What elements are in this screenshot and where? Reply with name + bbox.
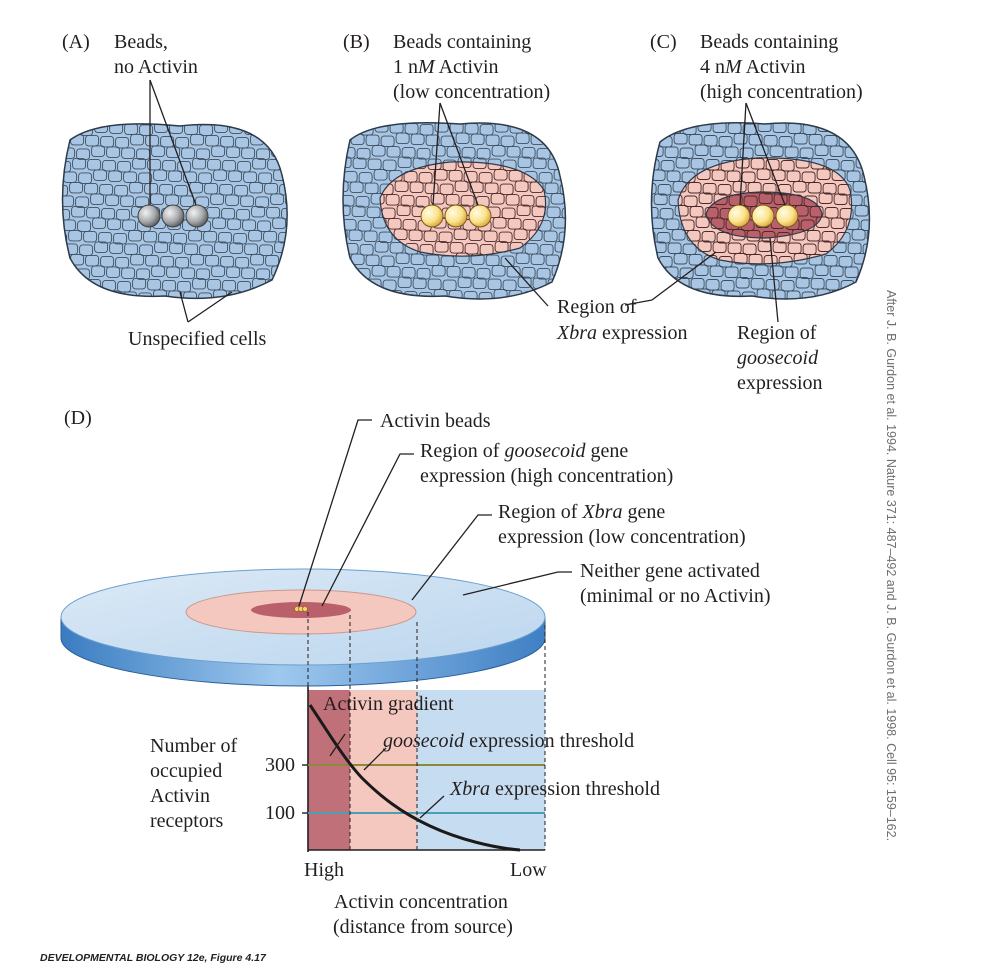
goosecoid-region-label-line-2: goosecoid bbox=[737, 347, 819, 369]
leader-lines-b bbox=[432, 102, 653, 307]
panel-b-letter: (B) bbox=[343, 31, 370, 53]
activin-gradient-label: Activin gradient bbox=[323, 693, 454, 715]
y-axis-label-line-3: Activin bbox=[150, 785, 210, 807]
projection-lines bbox=[307, 612, 546, 850]
x-axis-label-line-1: Activin concentration bbox=[334, 891, 508, 913]
bead bbox=[185, 204, 209, 228]
x-label-low: Low bbox=[510, 859, 547, 881]
goosecoid-region-label-line-3: expression bbox=[737, 372, 823, 394]
leader-lines-d bbox=[298, 419, 572, 819]
goosecoid-zone bbox=[308, 690, 350, 850]
xbra-region-d-line-2: expression (low concentration) bbox=[498, 526, 746, 548]
beads-b bbox=[420, 204, 492, 228]
bead bbox=[420, 204, 444, 228]
unspecified-cells-label: Unspecified cells bbox=[128, 328, 266, 350]
xbra-zone bbox=[350, 690, 417, 850]
y-tick-300: 300 bbox=[265, 754, 295, 776]
xbra-region-d-line-1: Region of Xbra gene bbox=[498, 501, 665, 523]
x-axis-label-line-2: (distance from source) bbox=[333, 916, 513, 938]
panel-b-title-line-1: Beads containing bbox=[393, 31, 531, 53]
panel-a: (A) Beads, no Activin Unspecified cells bbox=[61, 31, 288, 350]
bead bbox=[161, 204, 185, 228]
x-label-high: High bbox=[304, 859, 344, 881]
y-axis-label-line-1: Number of bbox=[150, 735, 238, 757]
bead bbox=[727, 204, 751, 228]
xbra-threshold-label: Xbra expression threshold bbox=[449, 778, 660, 800]
y-ticks bbox=[302, 764, 308, 814]
y-tick-100: 100 bbox=[265, 802, 295, 824]
panel-d: (D) bbox=[60, 407, 771, 938]
activin-beads-label: Activin beads bbox=[380, 410, 491, 432]
bead bbox=[775, 204, 799, 228]
goosecoid-threshold-label: goosecoid expression threshold bbox=[383, 730, 634, 752]
unspecified-cells-leaders bbox=[179, 291, 233, 323]
panel-b-title-line-3: (low concentration) bbox=[393, 81, 550, 103]
panel-a-title-line-2: no Activin bbox=[114, 56, 198, 78]
no-activation-zone bbox=[417, 690, 545, 850]
panel-c-title-line-1: Beads containing bbox=[700, 31, 838, 53]
neither-gene-line-1: Neither gene activated bbox=[580, 560, 760, 582]
panel-c-title-line-2: 4 nM Activin bbox=[700, 56, 806, 78]
activin-disk bbox=[60, 568, 546, 850]
bead bbox=[302, 606, 308, 612]
panel-d-letter: (D) bbox=[64, 407, 92, 429]
goosecoid-region-d-line-2: expression (high concentration) bbox=[420, 465, 673, 487]
panel-c-title-line-3: (high concentration) bbox=[700, 81, 863, 103]
beads-c bbox=[727, 204, 799, 228]
goosecoid-region-d-line-1: Region of goosecoid gene bbox=[420, 440, 628, 462]
gradient-graph bbox=[302, 680, 545, 852]
y-axis-label-line-4: receptors bbox=[150, 810, 224, 832]
bead bbox=[444, 204, 468, 228]
panel-a-title-line-1: Beads, bbox=[114, 31, 168, 53]
goosecoid-region-label-line-1: Region of bbox=[737, 322, 817, 344]
y-axis-label-line-2: occupied bbox=[150, 760, 222, 782]
bead bbox=[751, 204, 775, 228]
leader-lines-c bbox=[651, 102, 786, 323]
source-credit: After J. B. Gurdon et al. 1994. Nature 3… bbox=[884, 290, 898, 841]
bead bbox=[468, 204, 492, 228]
xbra-region-label-line-2: Xbra expression bbox=[556, 322, 688, 344]
leader-lines-a bbox=[149, 79, 197, 206]
xbra-region-label-line-1: Region of bbox=[557, 296, 637, 318]
beads-a bbox=[137, 204, 209, 228]
panel-b: (B) Beads containing 1 nM Activin (low c… bbox=[342, 31, 688, 344]
figure-footer: DEVELOPMENTAL BIOLOGY 12e, Figure 4.17 bbox=[40, 952, 267, 964]
panel-c-letter: (C) bbox=[650, 31, 677, 53]
panel-b-title-line-2: 1 nM Activin bbox=[393, 56, 499, 78]
panel-c: (C) Beads containing 4 nM Activin (high … bbox=[650, 31, 871, 394]
panel-a-letter: (A) bbox=[62, 31, 90, 53]
disk-beads bbox=[294, 606, 308, 612]
bead bbox=[137, 204, 161, 228]
neither-gene-line-2: (minimal or no Activin) bbox=[580, 585, 771, 607]
